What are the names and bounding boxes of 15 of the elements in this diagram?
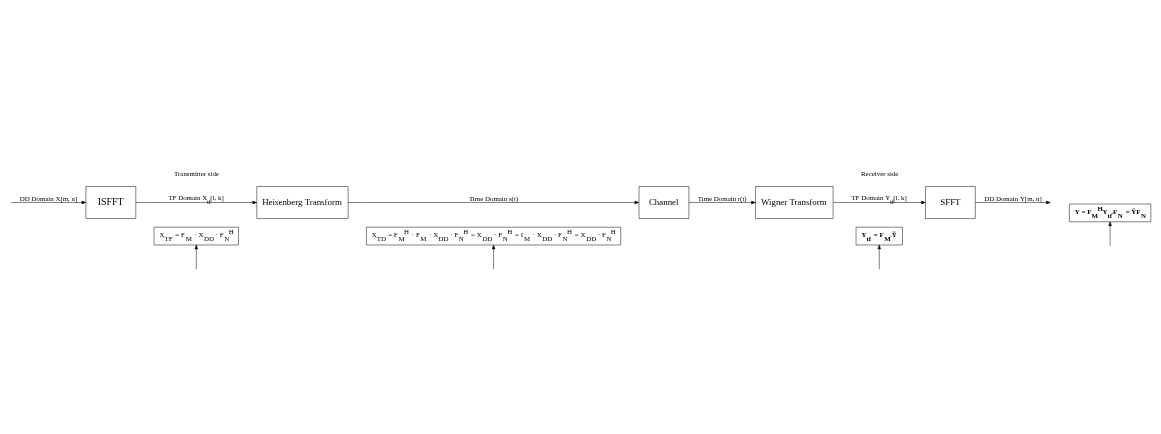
node-box: SFFT (925, 185, 976, 219)
arrow (491, 244, 496, 269)
arrow (832, 200, 926, 204)
arrow (688, 200, 756, 204)
arrow (135, 200, 257, 204)
arrow (975, 200, 1051, 204)
arrow (10, 200, 87, 204)
arrow (877, 244, 881, 269)
arrow (194, 244, 198, 269)
node-box: Wigner Transform (755, 185, 834, 219)
node-box: ISFFT (85, 185, 137, 219)
node-box: Heisenberg Transform (256, 185, 349, 219)
arrow (1108, 221, 1112, 246)
arrow (347, 200, 640, 204)
node-box: Channel (638, 185, 690, 219)
